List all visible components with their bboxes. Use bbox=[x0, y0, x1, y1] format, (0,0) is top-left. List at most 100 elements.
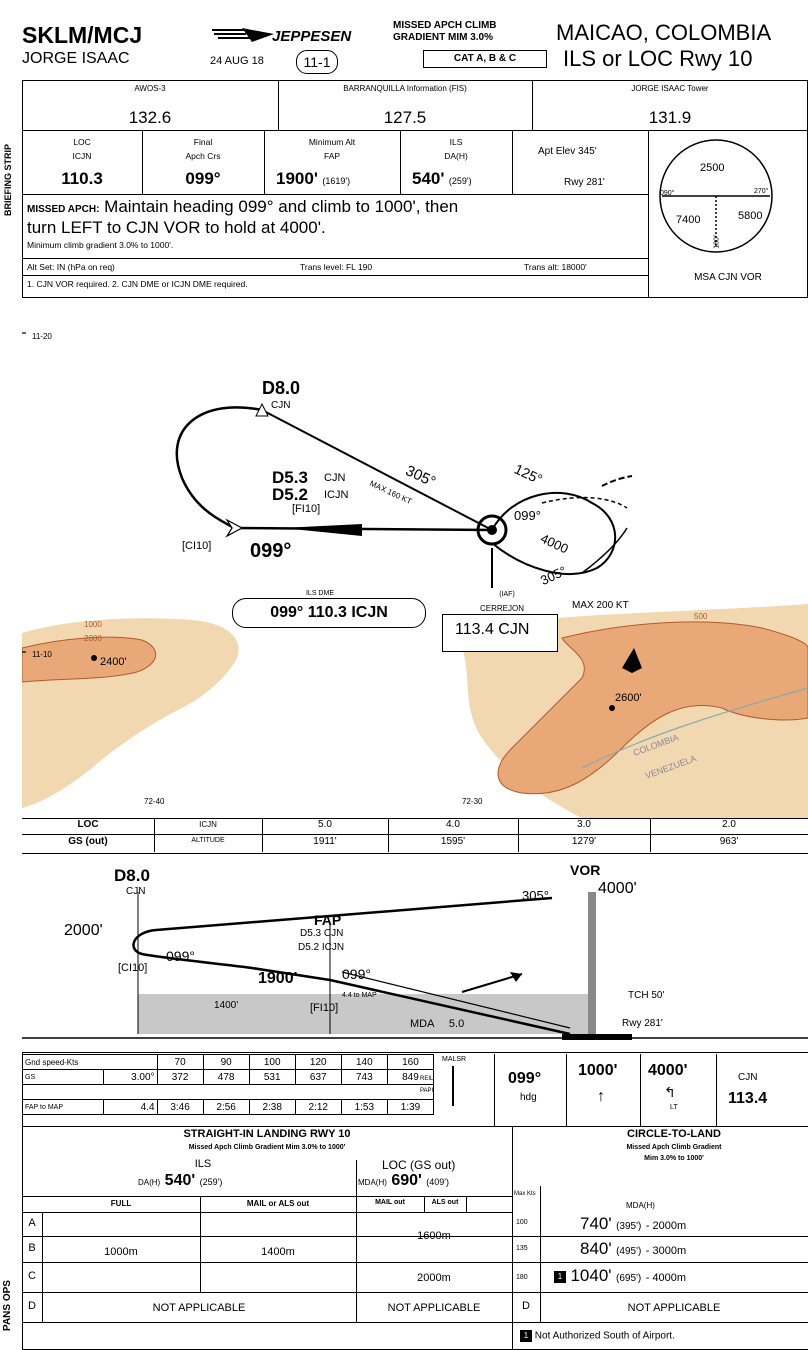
hdg-label: hdg bbox=[520, 1092, 537, 1103]
dme-h-5: 2.0 bbox=[722, 819, 736, 830]
loc-na-d: NOT APPLICABLE bbox=[387, 1302, 481, 1314]
contour-2000: 2000 bbox=[84, 634, 102, 643]
climb-note-2: GRADIENT MIM 3.0% bbox=[393, 32, 494, 43]
circle-sub: Missed Apch Climb Gradient bbox=[626, 1144, 722, 1151]
svg-text:JEPPESEN: JEPPESEN bbox=[272, 28, 352, 45]
arrow-up-icon: ↑ bbox=[597, 1088, 605, 1105]
min-alt-label: Minimum Alt bbox=[308, 137, 356, 147]
col-malf2: MAIL out bbox=[375, 1199, 405, 1206]
plan-d80: D8.0 bbox=[262, 378, 301, 398]
map-3: 2:12 bbox=[294, 1099, 342, 1115]
col-full: FULL bbox=[110, 1199, 132, 1208]
note-marker-icon-2: 1 bbox=[520, 1330, 532, 1342]
final-label: Final bbox=[193, 137, 213, 147]
trans-alt: Trans alt: 18000' bbox=[524, 262, 587, 272]
reil-label: REIL bbox=[420, 1076, 434, 1082]
msa-circle bbox=[656, 136, 778, 258]
vor-freq: 113.4 CJN bbox=[455, 621, 530, 638]
profile-view bbox=[22, 852, 808, 1052]
plan-view bbox=[12, 298, 808, 818]
straight-in-title: STRAIGHT-IN LANDING RWY 10 bbox=[183, 1128, 351, 1140]
plan-d80-sub: CJN bbox=[271, 400, 291, 411]
dme-h-4: 3.0 bbox=[577, 819, 591, 830]
loc-min-mda-val: 690' bbox=[391, 1172, 422, 1189]
ils-na-d: NOT APPLICABLE bbox=[152, 1302, 246, 1314]
pans-ops-label: PANS OPS bbox=[1, 1280, 13, 1331]
missed-apch-label: MISSED APCH: bbox=[27, 204, 100, 215]
loc-freq: 110.3 bbox=[61, 169, 103, 188]
col-malf: MAIL or ALS out bbox=[246, 1199, 310, 1208]
rwy-elev: Rwy 281' bbox=[564, 177, 605, 188]
vis-malf: 1400m bbox=[261, 1246, 295, 1258]
dme-h-0: LOC bbox=[77, 819, 99, 830]
iaf-label: (IAF) bbox=[499, 591, 515, 598]
dme-h-3: 4.0 bbox=[446, 819, 460, 830]
min-alt-height: (1619') bbox=[322, 176, 351, 186]
cat-a: A bbox=[28, 1217, 36, 1229]
min-alt-value: 1900' bbox=[276, 169, 318, 188]
profile-alt1400: 1400' bbox=[214, 1000, 239, 1011]
malsr-label: MALSR bbox=[442, 1056, 467, 1063]
briefing-strip-label: BRIEFING STRIP bbox=[3, 143, 14, 217]
cjn-label: CJN bbox=[738, 1072, 758, 1083]
profile-tch: TCH 50' bbox=[628, 990, 665, 1001]
location: MAICAO, COLOMBIA bbox=[556, 20, 772, 45]
plan-fi10: [FI10] bbox=[292, 503, 321, 515]
circ-cat-d: D bbox=[522, 1300, 530, 1312]
papi-label: PAPI bbox=[420, 1088, 434, 1094]
apt-elev: Apt Elev 345' bbox=[538, 146, 597, 157]
circ-vis-0: - 2000m bbox=[645, 1220, 687, 1232]
plan-d52-icjn: ICJN bbox=[324, 489, 349, 501]
alt-set: Alt Set: IN (hPa on req) bbox=[27, 262, 115, 272]
circle-title: CIRCLE-TO-LAND bbox=[627, 1128, 721, 1140]
climb-note-1: MISSED APCH CLIMB bbox=[393, 20, 497, 31]
profile-fap-d53: D5.3 CJN bbox=[300, 928, 344, 939]
circ-paren-0: (395') bbox=[616, 1221, 642, 1232]
ils-sub: DA(H) bbox=[444, 151, 468, 161]
lon-label-left: 72-40 bbox=[144, 797, 165, 806]
category-box: CAT A, B & C bbox=[423, 50, 547, 68]
plan-course: 099° bbox=[250, 540, 292, 562]
profile-alt2000: 2000' bbox=[64, 922, 103, 939]
airport-name: JORGE ISAAC bbox=[22, 50, 130, 67]
profile-ci10: [CI10] bbox=[118, 962, 148, 974]
turn-left-icon: ↰ bbox=[664, 1084, 676, 1100]
loc-ident: ICJN bbox=[72, 151, 92, 161]
spot-elev-2: 2600' bbox=[615, 692, 642, 704]
profile-gs-map: 4.4 to MAP bbox=[342, 992, 377, 999]
profile-d80: D8.0 bbox=[114, 866, 150, 885]
cat-c: C bbox=[28, 1270, 36, 1282]
speed-table: Gnd speed-Kts 70 90 100 120 140 160 GS 3… bbox=[22, 1054, 435, 1115]
ils-da-value: 540' bbox=[412, 169, 445, 188]
ils-min-da-paren: (259') bbox=[199, 1177, 223, 1187]
msa-brg-left: 090° bbox=[660, 190, 675, 197]
straight-in-sub: Missed Apch Climb Gradient Mim 3.0% to 1… bbox=[188, 1144, 346, 1151]
dme-h-2: 5.0 bbox=[318, 819, 332, 830]
trans-level: Trans level: FL 190 bbox=[300, 262, 373, 272]
circ-kts-2: 180 bbox=[516, 1274, 528, 1281]
dme-r-4: 1279' bbox=[571, 836, 597, 847]
cat-b: B bbox=[28, 1242, 36, 1254]
profile-fi10: [FI10] bbox=[310, 1002, 339, 1014]
plan-ci10: [CI10] bbox=[182, 540, 212, 552]
profile-alt1900: 1900' bbox=[258, 970, 298, 987]
ils-label: ILS bbox=[449, 137, 463, 147]
plan-d52: D5.2 bbox=[272, 485, 308, 504]
msa-brg-bottom: 180° bbox=[713, 234, 721, 249]
circ-paren-2: (695') bbox=[615, 1273, 642, 1284]
footnote: Not Authorized South of Airport. bbox=[534, 1330, 675, 1342]
comm-label-2: JORGE ISAAC Tower bbox=[631, 84, 709, 93]
comm-freq-1: 127.5 bbox=[383, 108, 427, 127]
comm-freq-2: 131.9 bbox=[648, 108, 692, 127]
circ-kts-0: 100 bbox=[516, 1219, 528, 1226]
profile-crs099b: 099° bbox=[342, 966, 371, 982]
approach-lights-icon bbox=[452, 1066, 464, 1106]
missed-apch-text: Maintain heading 099° and climb to 1000'… bbox=[104, 197, 459, 216]
comm-freq-0: 132.6 bbox=[128, 108, 172, 127]
ils-da-height: (259') bbox=[448, 176, 472, 186]
missed-apch-text-2: turn LEFT to CJN VOR to hold at 4000'. bbox=[27, 218, 326, 237]
loc-vis-c: 2000m bbox=[417, 1272, 451, 1284]
map-dist: 4.4 bbox=[102, 1099, 158, 1115]
col-alsout: ALS out bbox=[431, 1199, 459, 1206]
vis-full: 1000m bbox=[104, 1246, 138, 1258]
